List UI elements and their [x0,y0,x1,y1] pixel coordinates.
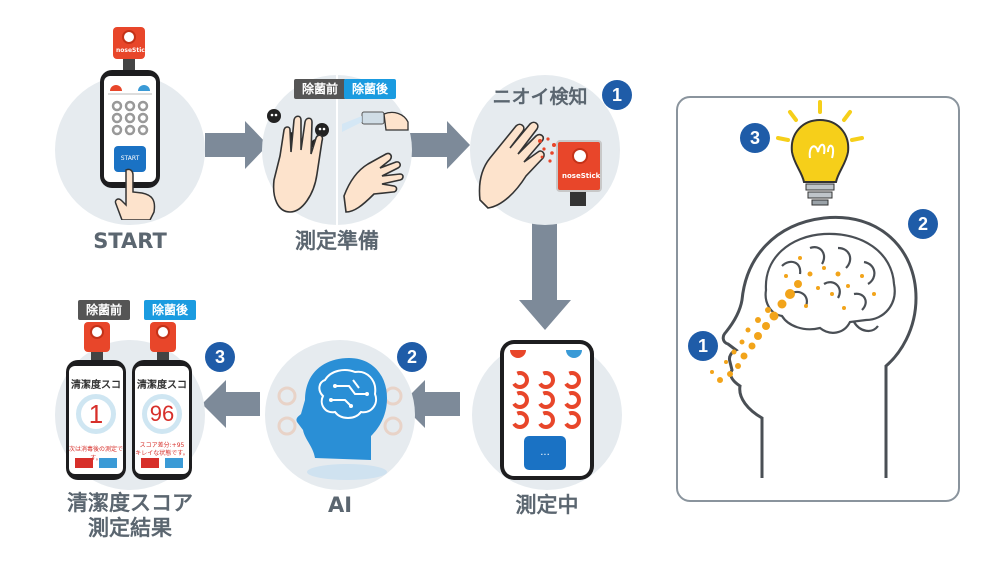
step-label-measuring: 測定中 [515,493,579,517]
lightbulb-icon [776,100,864,206]
phone-score-after: 清潔度スコア 96 スコア差分:+95 キレイな状態です。 [132,360,192,480]
nosestick-device-detect: noseStick [556,140,602,206]
tag-before-prep: 除菌前 [294,79,347,99]
score-ring-after: 96 [142,394,182,434]
badge-detect-1: 1 [602,80,632,110]
badge-result-3: 3 [205,342,235,372]
device-label: noseStick [116,47,149,54]
arrow-prep-to-detect [407,121,470,169]
start-phone: START [100,70,160,188]
sensor-array-measuring-icon [510,350,582,429]
step-label-start: START [93,229,167,253]
step-label-detect: ニオイ検知 [492,86,588,108]
sensor-array-icon [108,85,152,136]
device-label-detect: noseStick [562,172,601,180]
tapping-hand-icon [114,168,156,220]
step-label-prep: 測定準備 [295,229,379,253]
tag-before-result: 除菌前 [78,300,131,320]
badge-panel-2: 2 [908,209,938,239]
score-note-before: 次は消毒後の測定です。 [69,446,123,462]
badge-ai-2: 2 [397,342,427,372]
step-label-result-1: 清潔度スコア [67,491,193,515]
phone-score-before: 清潔度スコア 1 次は消毒後の測定です。 [66,360,126,480]
step-label-ai: AI [327,493,353,517]
score-note-after-1: スコア差分:+95 [139,442,185,449]
score-value-after: 96 [149,401,175,426]
badge-panel-3: 3 [740,123,770,153]
score-value-before: 1 [88,399,104,429]
badge-panel-1: 1 [688,331,718,361]
nosestick-device-icon: noseStick [113,27,149,71]
arrow-detect-to-measuring [519,220,571,330]
hands-prep-icon [267,109,409,213]
hand-wave-icon [478,121,545,209]
arrow-measuring-to-ai [401,380,460,428]
scent-path-icon [710,256,876,383]
measuring-phone: ... [500,340,594,480]
start-screen-button[interactable]: START [114,146,146,172]
human-head-icon [710,100,918,478]
score-ring-before: 1 [76,394,116,434]
step-label-result-2: 測定結果 [88,516,172,540]
tag-after-result: 除菌後 [144,300,197,320]
score-note-after-2: キレイな状態です。 [135,450,189,457]
ai-head-icon [277,358,403,480]
measure-button[interactable]: ... [524,436,566,470]
nosestick-device-before [84,322,110,360]
arrow-ai-to-result [202,380,260,428]
arrow-start-to-prep [205,121,268,169]
nosestick-device-after [150,322,176,360]
tag-after-prep: 除菌後 [344,79,397,99]
scent-particles-icon [538,137,556,163]
